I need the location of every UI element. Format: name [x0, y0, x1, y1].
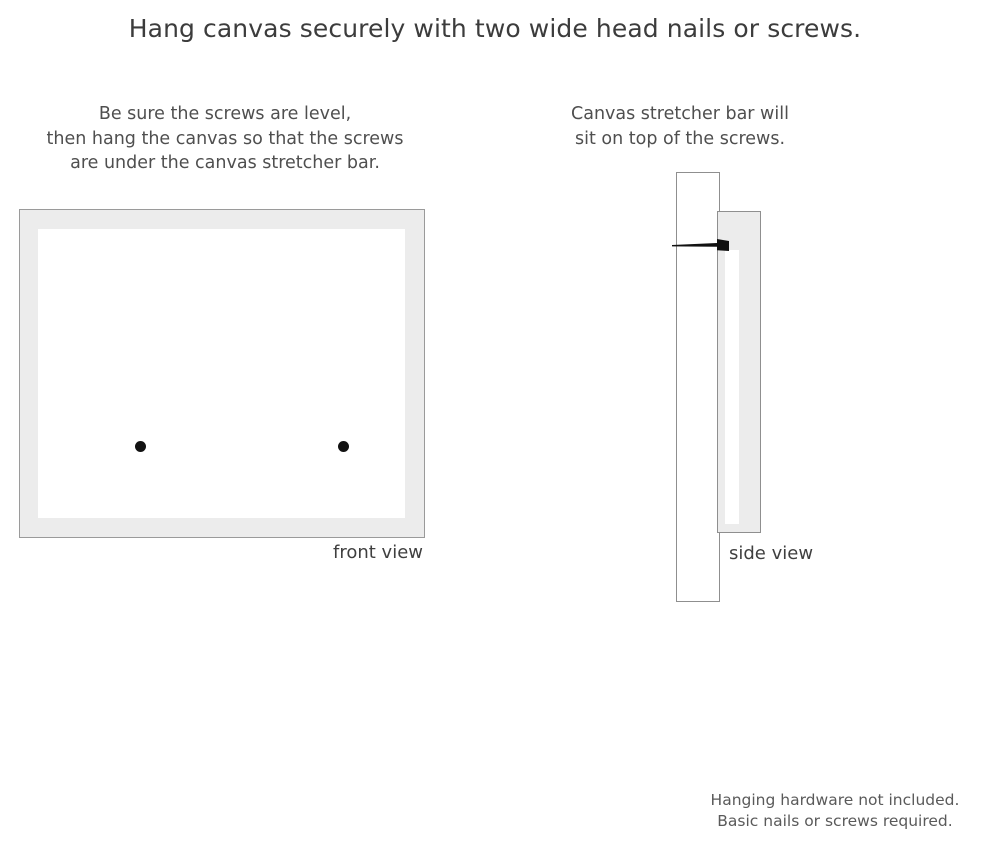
disclaimer-line-2: Basic nails or screws required.	[717, 812, 953, 830]
right-screw-icon	[338, 441, 349, 452]
wall-board	[676, 172, 720, 602]
side-view-caption-line-1: Canvas stretcher bar will	[571, 104, 789, 124]
page-title: Hang canvas securely with two wide head …	[128, 14, 862, 43]
front-view-caption: Be sure the screws are level, then hang …	[10, 102, 440, 176]
side-view-caption-line-2: sit on top of the screws.	[574, 128, 786, 149]
disclaimer: Hanging hardware not included. Basic nai…	[690, 790, 980, 832]
disclaimer-line-1: Hanging hardware not included.	[710, 791, 960, 809]
front-view-caption-line-1: Be sure the screws are level,	[98, 104, 352, 124]
front-view-label: front view	[333, 542, 423, 563]
front-view-caption-line-3: are under the canvas stretcher bar.	[70, 153, 380, 173]
front-view-caption-line-2: then hang the canvas so that the screws	[46, 128, 404, 149]
canvas-face-front	[38, 229, 405, 518]
front-view-diagram	[19, 209, 425, 538]
canvas-stretcher-bar-profile	[717, 211, 761, 533]
left-screw-icon	[135, 441, 146, 452]
canvas-face-side	[725, 250, 739, 524]
nail-icon	[672, 239, 729, 251]
side-view-caption: Canvas stretcher bar will sit on top of …	[535, 102, 825, 151]
side-view-diagram	[672, 172, 776, 607]
side-view-label: side view	[729, 543, 814, 564]
